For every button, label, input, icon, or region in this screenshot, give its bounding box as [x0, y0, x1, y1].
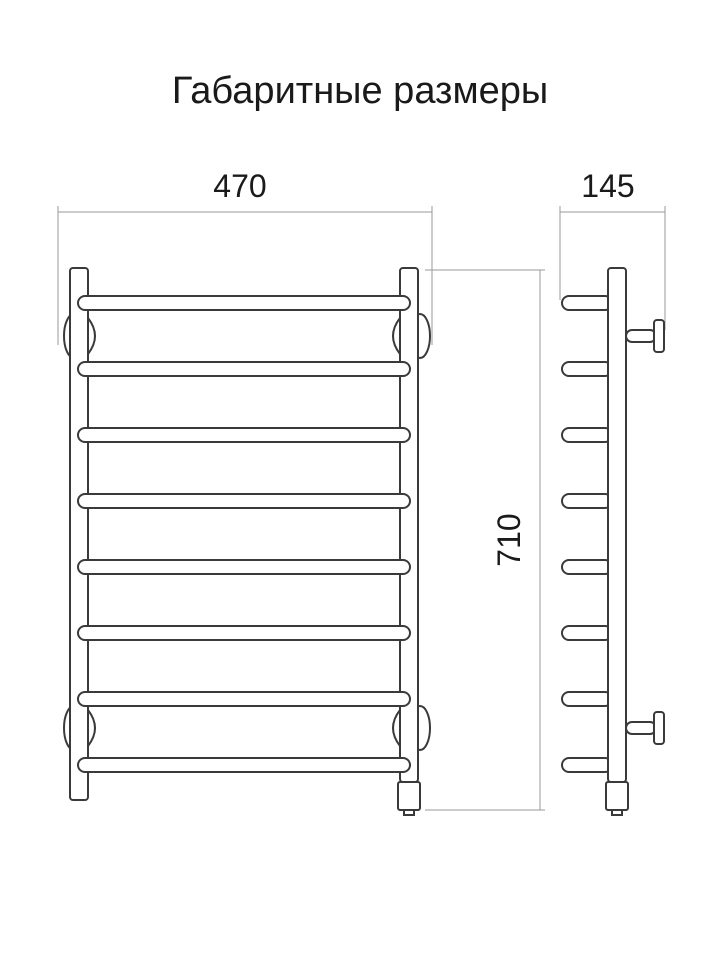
depth-label: 145: [581, 168, 634, 204]
mount-bracket: [392, 315, 401, 357]
side-bracket-plate: [653, 711, 665, 745]
side-connector-nut: [611, 809, 623, 816]
page-title: Габаритные размеры: [171, 70, 549, 112]
height-label: 710: [491, 513, 527, 566]
rung: [77, 493, 411, 509]
width-label: 470: [213, 168, 266, 204]
mount-bracket: [87, 707, 96, 749]
width-dimension: 470: [57, 168, 433, 345]
front-view: [63, 267, 431, 816]
rung: [77, 757, 411, 773]
left-post: [69, 267, 89, 801]
side-rung: [561, 493, 613, 509]
side-rung: [561, 295, 613, 311]
side-rung: [561, 559, 613, 575]
mount-bracket: [87, 315, 96, 357]
rung: [77, 361, 411, 377]
side-rung: [561, 625, 613, 641]
side-view: [561, 267, 665, 816]
connector-nut: [403, 809, 415, 816]
mount-bracket: [392, 707, 401, 749]
rung: [77, 625, 411, 641]
side-rung: [561, 691, 613, 707]
side-bracket-plate: [653, 319, 665, 353]
side-rung: [561, 757, 613, 773]
side-connector: [605, 781, 629, 811]
depth-dimension: 145: [559, 168, 666, 330]
height-dimension: 710: [425, 269, 545, 811]
rung: [77, 559, 411, 575]
side-rung: [561, 427, 613, 443]
rung: [77, 295, 411, 311]
side-bracket: [625, 329, 657, 343]
bottom-connector: [397, 781, 421, 811]
side-rung: [561, 361, 613, 377]
rung: [77, 691, 411, 707]
side-post: [607, 267, 627, 783]
rung: [77, 427, 411, 443]
side-bracket: [625, 721, 657, 735]
